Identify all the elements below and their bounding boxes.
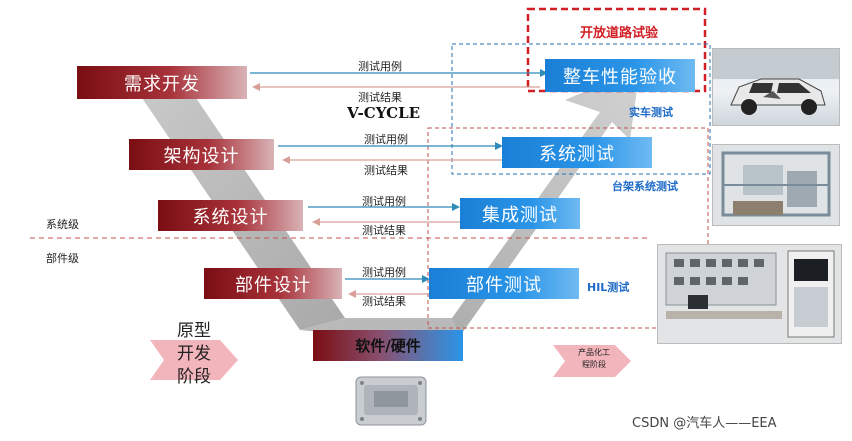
bench-test-label: 台架系统测试	[612, 180, 678, 193]
case-label-2: 测试用例	[364, 133, 408, 146]
vehicle-acceptance-box: 整车性能验收	[545, 59, 695, 92]
result-label-3: 测试结果	[362, 224, 406, 237]
case-label-3: 测试用例	[362, 195, 406, 208]
hil-test-label: HIL测试	[587, 281, 630, 294]
ecu-unit-image	[355, 376, 427, 426]
arrows	[250, 69, 548, 298]
system-design-box: 系统设计	[158, 200, 303, 231]
result-label-2: 测试结果	[364, 164, 408, 177]
system-level-label: 系统级	[46, 218, 79, 231]
prototype-arrow-shape	[150, 340, 238, 380]
system-test-box: 系统测试	[502, 137, 652, 168]
test-bench-photo	[712, 144, 840, 226]
result-label-1: 测试结果	[358, 91, 402, 104]
component-level-label: 部件级	[46, 252, 79, 265]
component-design-box: 部件设计	[204, 268, 342, 299]
component-test-box: 部件测试	[429, 268, 579, 299]
v-cycle-title: V-CYCLE	[347, 104, 421, 122]
vehicle-test-frame	[451, 43, 711, 175]
watermark: CSDN @汽车人——EEA	[632, 416, 777, 431]
integration-test-box: 集成测试	[460, 198, 580, 229]
bench-test-frame	[427, 127, 709, 329]
software-hardware-box: 软件/硬件	[313, 330, 463, 361]
architecture-box: 架构设计	[129, 139, 274, 170]
open-road-label: 开放道路试验	[580, 26, 659, 41]
case-label-4: 测试用例	[362, 266, 406, 279]
vehicle-photo	[712, 48, 840, 126]
production-arrow-shape	[553, 345, 631, 377]
hil-lab-photo	[657, 244, 842, 344]
vehicle-test-label: 实车测试	[629, 106, 673, 119]
production-stage-label: 产品化工程阶段	[578, 348, 610, 369]
result-label-4: 测试结果	[362, 295, 406, 308]
v-right-arm	[400, 68, 640, 336]
requirements-box: 需求开发	[77, 66, 247, 99]
case-label-1: 测试用例	[358, 60, 402, 73]
prototype-stage-label: 原型开发阶段	[177, 321, 211, 387]
